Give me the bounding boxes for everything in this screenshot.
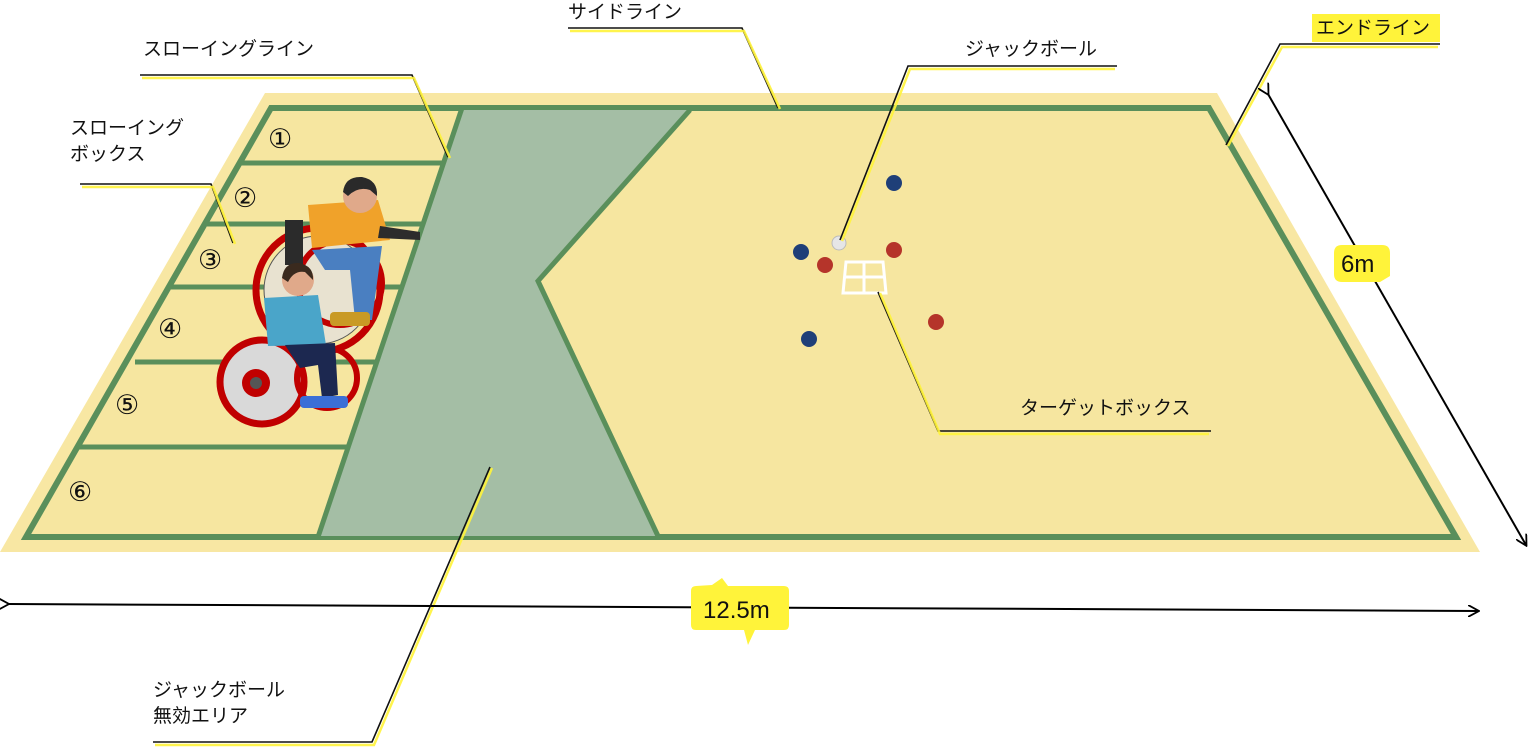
target-box [841,260,888,295]
jack-dead-area [318,110,690,536]
box-number-5: ⑤ [115,390,139,421]
box-number-3: ③ [198,245,222,276]
label-jack-dead-area-line1: ジャックボール [153,679,285,701]
width-dimension-arrow [1268,94,1526,545]
court-playing-area [20,105,1462,540]
width-badge [1334,245,1390,282]
length-badge [691,578,789,645]
v-line [535,108,692,538]
throwing-line [315,107,465,538]
label-jack-ball: ジャックボール [965,38,1097,60]
box-number-6: ⑥ [68,477,92,508]
blue-ball [801,331,817,347]
red-ball [886,242,902,258]
label-throwing-line: スローイングライン [143,38,314,60]
box-number-4: ④ [158,314,182,345]
label-jack-dead-area-line2: 無効エリア [153,705,248,727]
label-end-line: エンドライン [1316,17,1430,39]
label-throwing-box-line1: スローイング [70,117,184,139]
box-number-1: ① [268,124,292,155]
blue-ball [886,175,902,191]
wheelchair-player-icon [216,176,420,428]
label-sideline: サイドライン [568,1,682,23]
red-ball [817,257,833,273]
leader-highlights [82,29,1438,747]
label-throwing-box-line2: ボックス [70,143,145,165]
width-dimension-label: 6m [1341,251,1374,278]
red-ball [928,314,944,330]
box-number-2: ② [233,183,257,214]
blue-ball [793,244,809,260]
label-target-box: ターゲットボックス [1020,397,1190,419]
end-line-highlight [1312,14,1440,42]
length-dimension-label: 12.5m [703,597,770,624]
